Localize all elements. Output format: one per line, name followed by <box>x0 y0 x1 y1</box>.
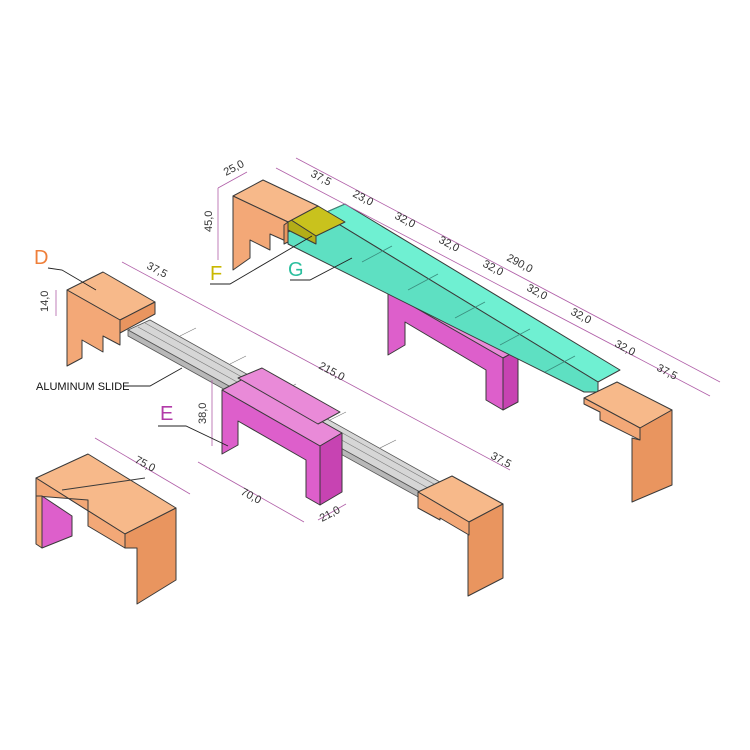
callout-f: F <box>210 263 222 285</box>
leader-f <box>210 235 313 285</box>
leg-e <box>221 367 343 506</box>
dim-leg-length-line <box>197 461 305 523</box>
mid-right-block-side <box>467 503 504 597</box>
dim-leg-width: 21,0 <box>318 504 343 525</box>
dim-top-end-left: 37,5 <box>309 168 334 189</box>
closed-console <box>35 453 177 605</box>
center-leg-side-face <box>502 349 519 411</box>
callout-g: G <box>288 259 304 281</box>
dim-top-g4: 32,0 <box>525 282 550 303</box>
mid-left-block-side <box>119 301 156 334</box>
top-right-end-block <box>583 381 673 503</box>
dim-top-height: 45,0 <box>203 211 215 232</box>
dim-top-total: 290,0 <box>505 252 535 276</box>
leader-d <box>47 267 97 291</box>
dim-top-g3: 32,0 <box>481 258 506 279</box>
dim-top-total-line <box>295 157 721 383</box>
closed-console-side <box>124 507 177 605</box>
dim-leg-height: 38,0 <box>197 403 209 424</box>
dim-mid-end-right: 37,5 <box>489 450 514 471</box>
dim-top-g2: 32,0 <box>437 234 462 255</box>
mid-right-end-block <box>417 475 504 597</box>
callout-aluminum-slide: ALUMINUM SLIDE <box>36 381 130 393</box>
dim-closed-length: 75,0 <box>133 454 158 475</box>
dim-top-run-line <box>275 167 711 397</box>
dimension-lines <box>55 157 721 523</box>
dim-top-g1: 32,0 <box>393 210 418 231</box>
dim-top-depth-line <box>217 171 248 189</box>
callout-e: E <box>160 403 173 425</box>
dim-leg-width-line <box>317 503 347 521</box>
leader-slide <box>124 367 183 387</box>
leg-e-side <box>319 432 343 506</box>
dim-top-depth: 25,0 <box>222 158 247 179</box>
dim-mid-height: 14,0 <box>39 291 51 312</box>
extended-bench <box>232 179 673 503</box>
dim-mid-end-left: 37,5 <box>145 260 170 281</box>
closed-console-left-leg <box>35 495 43 549</box>
dim-top-end-right: 37,5 <box>655 362 680 383</box>
dim-mid-run-line <box>121 261 511 471</box>
dim-leg-length: 70,0 <box>239 486 264 507</box>
leader-e <box>158 425 229 447</box>
leader-g <box>290 257 353 281</box>
callout-leaders <box>47 235 353 447</box>
mid-left-end-block <box>66 271 156 367</box>
dim-top-f: 23,0 <box>351 188 376 209</box>
dim-closed-length-line <box>94 437 191 495</box>
dim-mid-total: 215,0 <box>317 360 347 384</box>
closed-console-seam <box>61 477 146 491</box>
slide-bench <box>66 271 504 597</box>
closed-console-magenta-leg <box>41 495 73 549</box>
leg-e-upper-panel <box>237 367 341 425</box>
callout-d: D <box>34 247 48 269</box>
top-left-end-block <box>232 179 319 271</box>
top-left-block-side <box>283 221 289 245</box>
top-right-block-side <box>631 409 673 503</box>
